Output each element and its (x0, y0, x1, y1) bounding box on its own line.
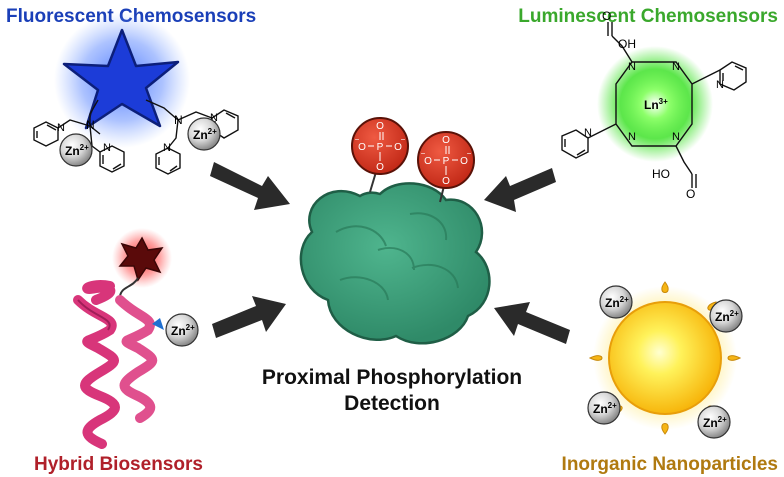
zinc-ion-icon: Zn2+ (709, 299, 743, 333)
pink-helix-protein-icon (73, 280, 158, 449)
center-caption-line1: Proximal Phosphorylation (262, 366, 522, 389)
atom-n: N (174, 113, 183, 127)
atom-n: N (716, 79, 724, 91)
atom-n: N (210, 112, 218, 124)
zn-charge: 2+ (718, 415, 727, 424)
atom-n: N (86, 118, 95, 132)
zn-charge: 2+ (620, 295, 629, 304)
svg-text:Zn2+: Zn2+ (171, 323, 195, 338)
zinc-ion-icon: Zn2+ (187, 117, 221, 151)
green-protein-icon (299, 182, 491, 345)
phosphate-group-icon: O P O O O − − (417, 131, 475, 189)
fluorescent-chemosensor-structure: N N N N N N Zn2+ Zn2+ (33, 12, 239, 175)
atom-o: O (394, 142, 402, 153)
zinc-ion-icon: Zn2+ (599, 285, 633, 319)
atom-o: O (460, 156, 468, 167)
ln-symbol: Ln (644, 98, 659, 112)
atom-n: N (57, 122, 65, 134)
zn-charge: 2+ (730, 309, 739, 318)
charge-minus: − (467, 149, 472, 158)
black-arrow-icon (494, 302, 570, 344)
svg-text:Zn2+: Zn2+ (193, 127, 217, 142)
hydroxyl-label: OH (618, 37, 636, 51)
atom-p: P (377, 142, 384, 153)
red-star-fluorophore-icon (118, 236, 164, 282)
zn-charge: 2+ (80, 143, 89, 152)
svg-text:Zn2+: Zn2+ (703, 415, 727, 430)
atom-n: N (628, 131, 636, 143)
title-inorganic-nanoparticles: Inorganic Nanoparticles (562, 454, 778, 475)
title-hybrid-biosensors: Hybrid Biosensors (34, 454, 203, 475)
atom-n: N (584, 127, 592, 139)
title-luminescent-chemosensors: Luminescent Chemosensors (518, 6, 778, 27)
zn-symbol: Zn (605, 296, 620, 310)
zinc-ion-icon: Zn2+ (165, 313, 199, 347)
atom-o: O (376, 121, 384, 132)
atom-n: N (163, 142, 171, 154)
zn-charge: 2+ (186, 323, 195, 332)
phosphate-group-icon: O P O O O − − (351, 117, 409, 175)
charge-minus: − (355, 135, 360, 144)
linker-icon (119, 277, 139, 297)
yellow-nanoparticle-icon (588, 281, 742, 435)
zn-charge: 2+ (608, 401, 617, 410)
atom-o: O (424, 156, 432, 167)
ln-charge: 3+ (659, 97, 668, 106)
phosphate-linker (369, 171, 377, 193)
zn-symbol: Zn (65, 144, 80, 158)
atom-n: N (672, 61, 680, 73)
lanthanide-label: Ln3+ (644, 97, 668, 112)
zn-symbol: Zn (715, 310, 730, 324)
charge-minus: − (421, 149, 426, 158)
zn-symbol: Zn (703, 416, 718, 430)
atom-p: P (443, 156, 450, 167)
atom-n: N (103, 142, 111, 154)
blue-star-fluorophore-icon (62, 28, 180, 130)
luminescent-chemosensor-structure: N N N N N N O OH O HO Ln3+ (561, 9, 747, 201)
black-arrow-icon (212, 296, 286, 338)
atom-o: O (686, 187, 695, 201)
center-caption-line2: Detection (344, 392, 440, 415)
svg-text:Zn2+: Zn2+ (593, 401, 617, 416)
atom-o: O (442, 135, 450, 146)
zn-symbol: Zn (171, 324, 186, 338)
svg-text:Zn2+: Zn2+ (715, 309, 739, 324)
zn-symbol: Zn (193, 128, 208, 142)
black-arrow-icon (210, 162, 290, 210)
zinc-ion-icon: Zn2+ (697, 405, 731, 439)
zinc-binding-site-icon (152, 318, 164, 330)
black-arrow-icon (484, 168, 556, 212)
atom-n: N (628, 61, 636, 73)
green-glow-lanthanide-icon (597, 46, 713, 162)
atom-o: O (602, 9, 611, 23)
hybrid-biosensor-structure: Zn2+ (73, 228, 199, 449)
atom-n: N (672, 131, 680, 143)
svg-text:Zn2+: Zn2+ (605, 295, 629, 310)
atom-o: O (358, 142, 366, 153)
svg-text:Zn2+: Zn2+ (65, 143, 89, 158)
zn-charge: 2+ (208, 127, 217, 136)
atom-o: O (442, 176, 450, 187)
hydroxyl-label: HO (652, 167, 670, 181)
zinc-ion-icon: Zn2+ (59, 133, 93, 167)
atom-o: O (376, 162, 384, 173)
charge-minus: − (401, 135, 406, 144)
zn-symbol: Zn (593, 402, 608, 416)
zinc-ion-icon: Zn2+ (587, 391, 621, 425)
